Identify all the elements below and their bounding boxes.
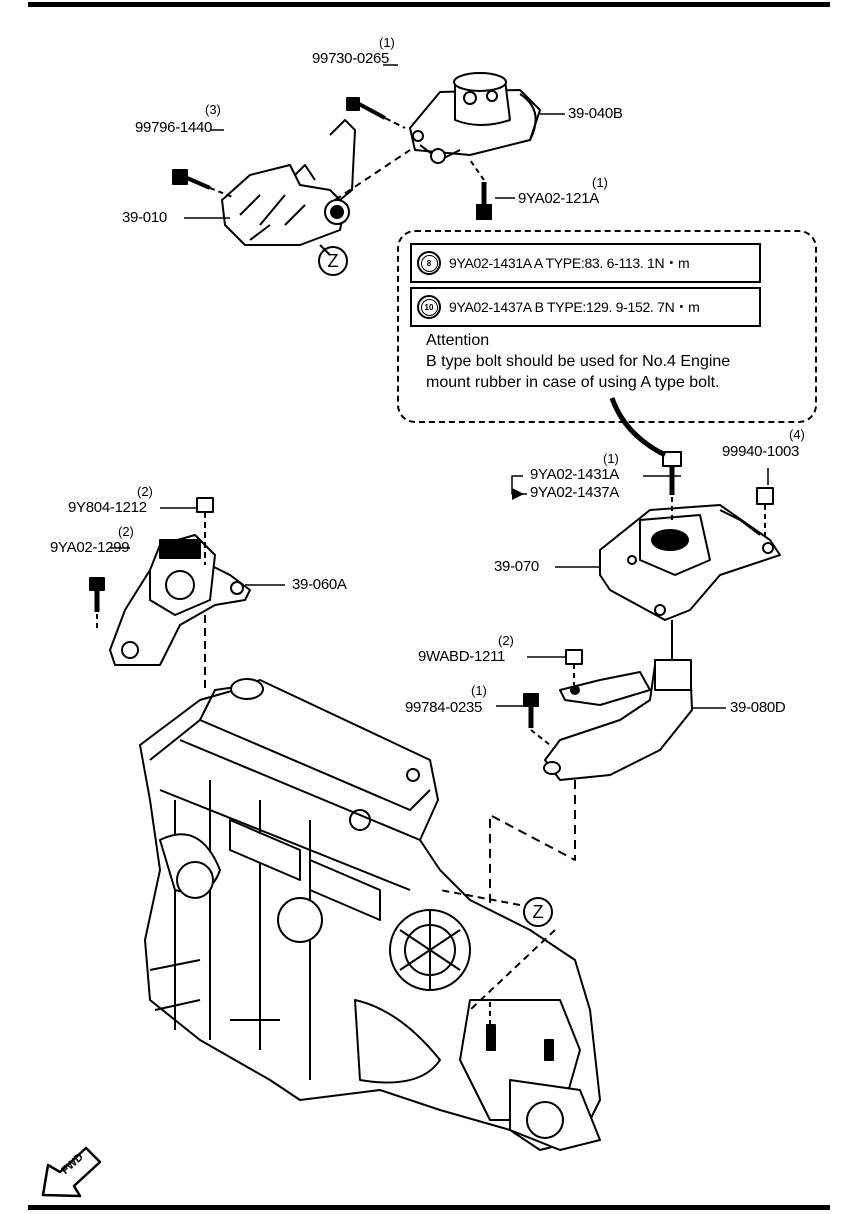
z-view-marker-lower: Z xyxy=(523,897,553,927)
attention-line-2: mount rubber in case of using A type bol… xyxy=(426,374,720,391)
bolt-9YA02-121A-label[interactable]: 9YA02-121A xyxy=(518,190,599,207)
torque-badge-a: 8 xyxy=(417,251,441,275)
bolt-99730-qty: (1) xyxy=(379,35,395,50)
attention-box xyxy=(397,230,817,423)
bolt-99796-qty: (3) xyxy=(205,102,221,117)
assembly-line-upper xyxy=(334,149,411,201)
nut-9Y804-qty: (2) xyxy=(137,484,153,499)
fwd-arrow-icon: FWD xyxy=(38,1140,108,1200)
spec-row-a-type: 8 9YA02-1431A A TYPE:83. 6-113. 1N・m xyxy=(410,243,761,283)
bolt-99784-drawing xyxy=(523,693,551,746)
attention-line-1: B type bolt should be used for No.4 Engi… xyxy=(426,353,731,370)
mount-39-060A-drawing xyxy=(109,534,251,666)
nut-9WABD-drawing xyxy=(565,649,583,685)
bolt-9YA02-121A-drawing xyxy=(469,159,492,220)
mount-39-070-label[interactable]: 39-070 xyxy=(494,558,539,575)
bracket-39-010-drawing xyxy=(221,119,356,246)
bracket-39-010-label[interactable]: 39-010 xyxy=(122,209,167,226)
bolt-9YA02-1431A-qty: (1) xyxy=(603,451,619,466)
bracket-39-080D-label[interactable]: 39-080D xyxy=(730,699,786,716)
top-rule xyxy=(28,2,830,7)
bolt-9YA02-1431A-drawing xyxy=(662,451,682,520)
engine-transaxle-drawing xyxy=(139,678,601,1151)
torque-badge-b: 10 xyxy=(417,295,441,319)
bolt-9YA02-121A-qty: (1) xyxy=(592,175,608,190)
bolt-99784-qty: (1) xyxy=(471,683,487,698)
mount-39-060A-label[interactable]: 39-060A xyxy=(292,576,347,593)
bolt-9YA02-1299-qty: (2) xyxy=(118,524,134,539)
bolt-99730-label[interactable]: 99730-0265 xyxy=(312,50,390,67)
nut-9Y804-drawing xyxy=(196,497,214,565)
nut-9Y804-label[interactable]: 9Y804-1212 xyxy=(68,499,147,516)
bolt-9YA02-1437A-label[interactable]: 9YA02-1437A xyxy=(530,484,619,501)
bolt-99730-drawing xyxy=(346,97,406,129)
bolt-99796-drawing xyxy=(172,169,236,199)
bottom-rule xyxy=(28,1205,830,1210)
nut-9WABD-qty: (2) xyxy=(498,633,514,648)
assembly-line-to-transaxle xyxy=(489,780,576,1030)
z-view-marker-upper: Z xyxy=(318,246,348,276)
nut-99940-qty: (4) xyxy=(789,427,805,442)
spec-text-a-type: 9YA02-1431A A TYPE:83. 6-113. 1N・m xyxy=(449,255,690,271)
spec-row-b-type: 10 9YA02-1437A B TYPE:129. 9-152. 7N・m xyxy=(410,287,761,327)
nut-99940-label[interactable]: 99940-1003 xyxy=(722,443,800,460)
nut-9WABD-label[interactable]: 9WABD-1211 xyxy=(418,648,506,665)
nut-99940-drawing xyxy=(756,487,774,540)
attention-title: Attention xyxy=(426,332,490,349)
mount-39-040B-drawing xyxy=(409,72,541,164)
bolt-99784-label[interactable]: 99784-0235 xyxy=(405,699,483,716)
spec-text-b-type: 9YA02-1437A B TYPE:129. 9-152. 7N・m xyxy=(449,299,700,315)
bolt-99796-label[interactable]: 99796-1440 xyxy=(135,119,213,136)
bolt-9YA02-1299-label[interactable]: 9YA02-1299 xyxy=(50,539,130,556)
bolt-9YA02-1431A-label[interactable]: 9YA02-1431A xyxy=(530,466,619,483)
mount-39-070-drawing xyxy=(599,504,781,621)
bolt-9YA02-1299-drawing xyxy=(89,577,105,630)
attention-pointer xyxy=(609,397,667,458)
mount-39-040B-label[interactable]: 39-040B xyxy=(568,105,623,122)
bracket-39-080D-drawing xyxy=(543,659,693,781)
